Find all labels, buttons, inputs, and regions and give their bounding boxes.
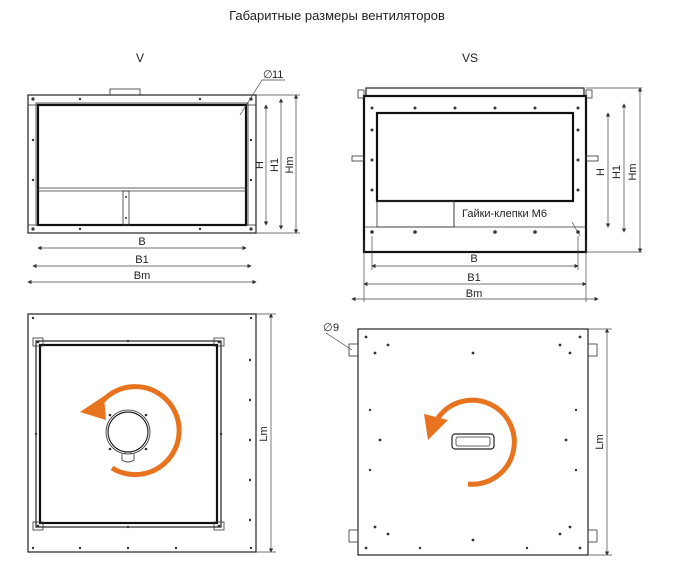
vs-top-dimensions: Lm ∅ 9 (323, 322, 612, 556)
dim-lm: Lm (258, 426, 270, 441)
vs-callout: Гайки-клепки М6 (462, 208, 547, 220)
vs-dim-b: B (470, 253, 477, 265)
vs-dim-b1: B1 (467, 272, 480, 284)
v-top-dimensions: Lm (256, 313, 276, 553)
dim-b: B (138, 236, 145, 248)
page-title: Габаритные размеры вентиляторов (229, 8, 445, 23)
view-label-vs: VS (462, 51, 478, 65)
dim-hole-v: 11 (272, 69, 283, 81)
vs-dim-hole-symbol: ∅ (323, 322, 333, 334)
vs-top-view (348, 328, 598, 556)
vs-dimensions: B B1 Bm H H1 Hm Гайки-клепки М6 (351, 87, 643, 302)
vs-front-view (351, 87, 599, 254)
dim-bm: Bm (134, 270, 151, 282)
v-dimensions: B B1 Bm H H1 Hm ∅ 11 (27, 69, 300, 285)
v-top-view (27, 313, 257, 553)
dim-h1: H1 (269, 158, 281, 172)
dim-b1: B1 (135, 254, 148, 266)
vs-dim-h: H (595, 168, 607, 176)
v-front-view (27, 88, 257, 234)
vs-dim-hole: 9 (333, 322, 339, 334)
vs-dim-bm: Bm (466, 288, 483, 300)
dim-hole-symbol: ∅ (263, 69, 273, 81)
vs-dim-lm: Lm (594, 434, 606, 449)
dim-hm: Hm (284, 156, 296, 173)
dim-h: H (254, 161, 266, 169)
vs-dim-hm: Hm (627, 163, 639, 180)
view-label-v: V (136, 51, 144, 65)
vs-dim-h1: H1 (611, 165, 623, 179)
